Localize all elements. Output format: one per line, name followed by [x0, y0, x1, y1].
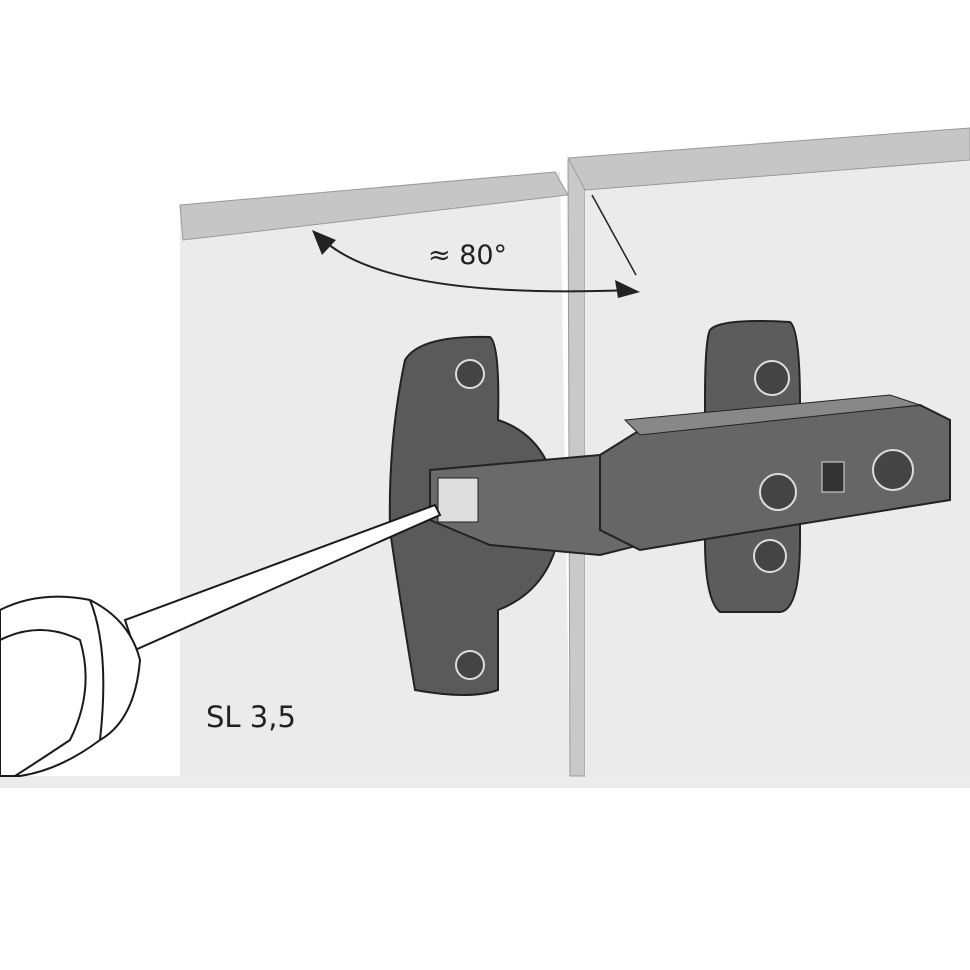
hinge-body-top: [623, 394, 921, 436]
screw-icon: [759, 473, 797, 511]
screw-icon: [455, 359, 485, 389]
arrow-head-left: [312, 230, 336, 255]
floor-strip: [0, 776, 970, 788]
screw-icon: [872, 449, 914, 491]
screw-icon: [753, 539, 787, 573]
angle-arc: [317, 234, 631, 293]
screwdriver-size-label: SL 3,5: [206, 700, 296, 734]
angle-reference-line: [591, 194, 637, 276]
arm-clip: [437, 477, 479, 523]
right-cabinet-top-edge: [567, 127, 970, 191]
screw-icon: [455, 650, 485, 680]
screw-icon: [754, 360, 790, 396]
arrow-head-right: [615, 280, 640, 298]
screwdriver-icon: [0, 503, 442, 777]
adjustment-slot: [821, 461, 845, 493]
opening-angle-label: ≈ 80°: [428, 240, 508, 271]
